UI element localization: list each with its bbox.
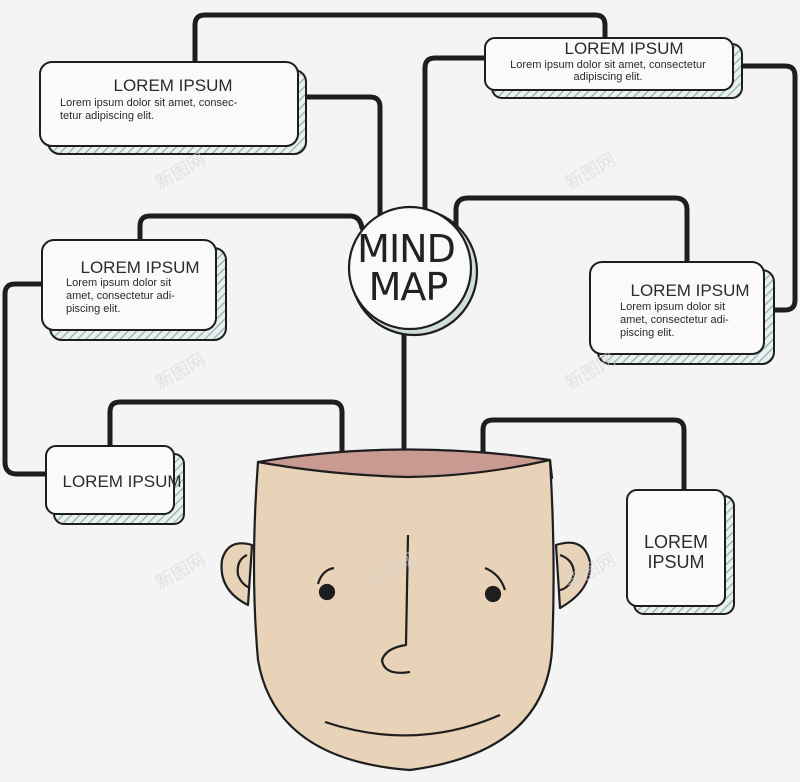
box-mid-right: LOREM IPSUM Lorem ipsum dolor sit amet, …: [589, 261, 775, 365]
box-top-left-body-2: tetur adipiscing elit.: [60, 110, 154, 122]
box-mid-left-body-3: piscing elit.: [66, 303, 120, 315]
right-ear-detail: [559, 553, 576, 592]
watermark: 新图网: [152, 349, 209, 394]
watermark: 新图网: [562, 349, 619, 394]
nose: [380, 534, 411, 674]
box-bottom-left: LOREM IPSUM: [45, 445, 185, 525]
connector-center-to-mid-left: [137, 213, 365, 243]
mind-map-center: MIND MAP: [347, 205, 479, 337]
right-eye: [484, 585, 502, 603]
box-bottom-right-title-2: IPSUM: [647, 552, 704, 572]
connector-mid-left-to-bottom-left: [2, 281, 51, 477]
connector-bottom-left-to-head: [107, 399, 345, 479]
connector-center-to-mid-right: [453, 195, 690, 265]
box-mid-right-body-1: Lorem ipsum dolor sit: [620, 301, 725, 313]
box-top-left-title: LOREM IPSUM: [113, 76, 232, 95]
box-mid-right-body-3: piscing elit.: [620, 327, 674, 339]
watermark: 新图网: [562, 149, 619, 194]
left-ear: [220, 542, 254, 607]
right-eyebrow: [484, 566, 507, 591]
box-bottom-right: LOREM IPSUM: [626, 489, 735, 615]
box-top-left-body-1: Lorem ipsum dolor sit amet, consec-: [60, 97, 238, 109]
connector-lines: [2, 12, 798, 495]
box-top-right: LOREM IPSUM Lorem ipsum dolor sit amet, …: [484, 37, 743, 99]
mouth: [324, 713, 501, 737]
box-mid-left: LOREM IPSUM Lorem ipsum dolor sit amet, …: [41, 239, 227, 341]
box-mid-left-body-1: Lorem ipsum dolor sit: [66, 277, 171, 289]
box-top-right-body-1: Lorem ipsum dolor sit amet, consectetur: [510, 59, 706, 71]
watermark: 新图网: [152, 549, 209, 594]
face: [252, 458, 555, 772]
connector-top-left-to-center: [297, 94, 383, 218]
connector-top-right-to-center: [422, 55, 488, 225]
box-mid-right-title: LOREM IPSUM: [630, 281, 749, 300]
head-illustration: [220, 448, 592, 772]
box-top-left: LOREM IPSUM Lorem ipsum dolor sit amet, …: [39, 61, 307, 155]
box-mid-left-title: LOREM IPSUM: [80, 258, 199, 277]
left-eye: [318, 583, 336, 601]
center-title-line2: MAP: [369, 265, 448, 309]
watermark: 新图网: [152, 149, 209, 194]
box-bottom-right-title-1: LOREM: [644, 532, 708, 552]
connector-head-to-bottom-right: [480, 417, 687, 495]
box-mid-right-body-2: amet, consectetur adi-: [620, 314, 729, 326]
box-top-right-title: LOREM IPSUM: [564, 39, 683, 58]
box-mid-left-body-2: amet, consectetur adi-: [66, 290, 175, 302]
box-top-right-body-2: adipiscing elit.: [573, 71, 642, 83]
connector-top-right-to-mid-right: [737, 63, 798, 313]
left-ear-detail: [236, 553, 251, 590]
box-bottom-left-title: LOREM IPSUM: [62, 472, 181, 491]
connector-top-left-to-top-right: [192, 12, 608, 67]
center-title-line1: MIND: [357, 227, 455, 271]
left-eyebrow: [316, 566, 335, 585]
